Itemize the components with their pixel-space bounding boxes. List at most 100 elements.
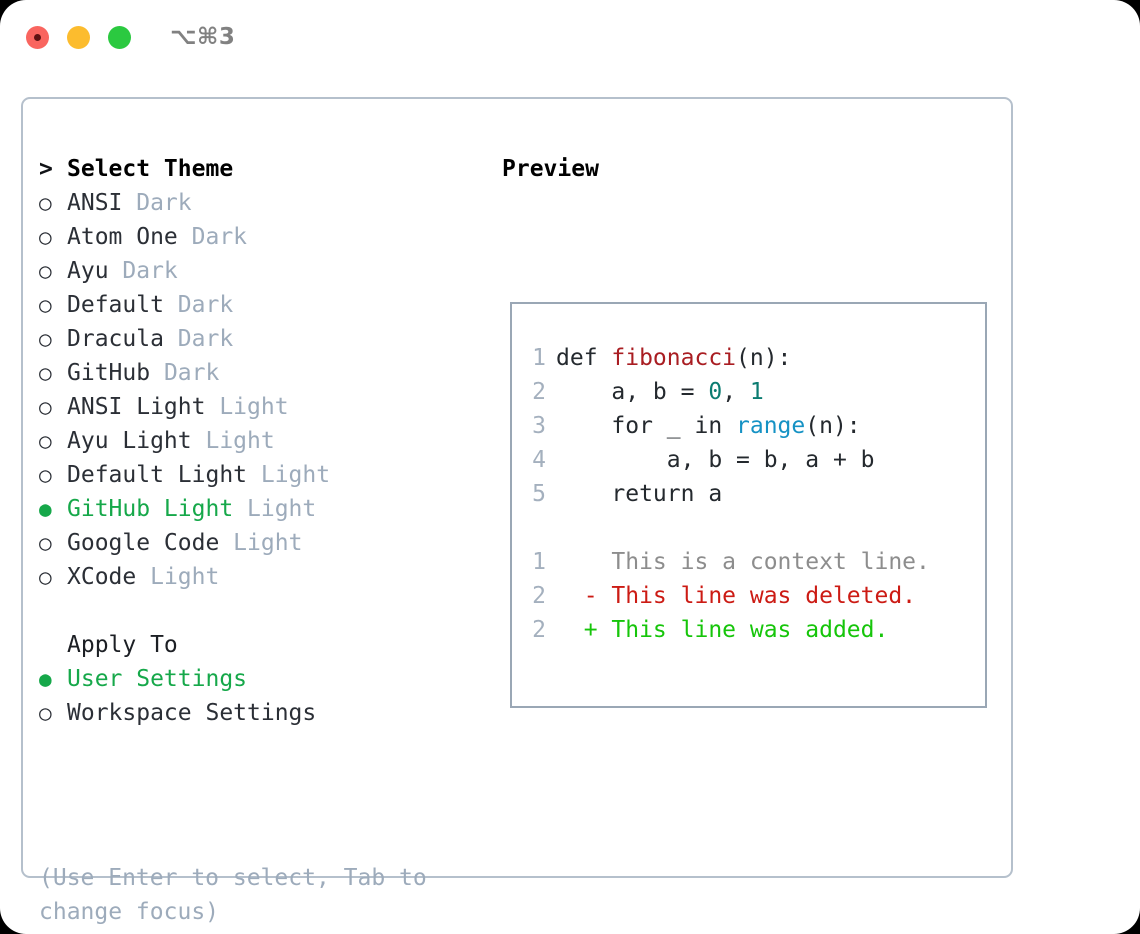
line-number: 1 bbox=[532, 549, 546, 575]
radio-unselected-icon[interactable]: ○ bbox=[39, 531, 52, 555]
theme-options: ○ANSI Dark○Atom One Dark○Ayu Dark○Defaul… bbox=[39, 186, 489, 594]
code-token: (n): bbox=[805, 413, 861, 439]
title-bar: ⌥⌘3 bbox=[0, 0, 1140, 78]
theme-variant: Dark bbox=[177, 224, 248, 250]
theme-option-row[interactable]: ○ Ayu Light Light bbox=[39, 424, 489, 458]
keyboard-shortcut-label: ⌥⌘3 bbox=[170, 24, 236, 50]
code-token: a, b = b, a + b bbox=[556, 447, 875, 473]
radio-unselected-icon[interactable]: ○ bbox=[39, 463, 52, 487]
radio-unselected-icon[interactable]: ○ bbox=[39, 701, 52, 725]
theme-option-row[interactable]: ●GitHub Light Light bbox=[39, 492, 489, 526]
prompt-caret-icon: > bbox=[39, 156, 53, 182]
radio-unselected-icon[interactable]: ○ bbox=[39, 327, 52, 351]
theme-option-row[interactable]: ○ Atom One Dark bbox=[39, 220, 489, 254]
line-number: 4 bbox=[532, 447, 546, 473]
diff-block: 1 This is a context line.2 - This line w… bbox=[524, 545, 981, 647]
page-title: Select Theme bbox=[67, 156, 234, 182]
code-token: for _ in bbox=[556, 413, 737, 439]
theme-option-row[interactable]: ○Default Light Light bbox=[39, 458, 489, 492]
theme-option-row[interactable]: ○ ANSI Dark bbox=[39, 186, 489, 220]
code-token: fibonacci bbox=[611, 345, 737, 371]
theme-name: XCode bbox=[67, 564, 137, 590]
theme-name: Atom One bbox=[67, 224, 178, 250]
apply-to-option-row[interactable]: ○ Workspace Settings bbox=[39, 696, 489, 730]
code-token: return a bbox=[556, 481, 723, 507]
diff-line-text: - This line was deleted. bbox=[556, 583, 917, 609]
radio-unselected-icon[interactable]: ○ bbox=[39, 565, 52, 589]
code-diff-separator bbox=[524, 511, 981, 545]
line-number: 2 bbox=[532, 617, 546, 643]
line-number: 2 bbox=[532, 583, 546, 609]
code-line: 5 return a bbox=[524, 477, 981, 511]
radio-unselected-icon[interactable]: ○ bbox=[39, 293, 52, 317]
code-line: 2 a, b = 0, 1 bbox=[524, 375, 981, 409]
diff-line: 2 + This line was added. bbox=[524, 613, 981, 647]
minimize-window-icon[interactable] bbox=[67, 26, 90, 49]
apply-to-label: Apply To bbox=[67, 632, 178, 658]
diff-line: 1 This is a context line. bbox=[524, 545, 981, 579]
apply-to-options: ● User Settings ○ Workspace Settings bbox=[39, 662, 489, 730]
line-number: 5 bbox=[532, 481, 546, 507]
theme-option-row[interactable]: ○ XCode Light bbox=[39, 560, 489, 594]
theme-variant: Dark bbox=[122, 190, 192, 216]
line-number: 2 bbox=[532, 379, 546, 405]
theme-list-heading: > Select Theme bbox=[39, 152, 489, 186]
code-token: range bbox=[736, 413, 806, 439]
diff-line-text: This is a context line. bbox=[556, 549, 930, 575]
theme-option-row[interactable]: ○ANSI Light Light bbox=[39, 390, 489, 424]
radio-unselected-icon[interactable]: ○ bbox=[39, 361, 52, 385]
theme-variant: Dark bbox=[163, 292, 234, 318]
theme-option-row[interactable]: ○ Default Dark bbox=[39, 288, 489, 322]
apply-to-option-label: User Settings bbox=[67, 666, 248, 692]
code-token: (n): bbox=[736, 345, 792, 371]
preview-header: Preview bbox=[502, 152, 1002, 186]
theme-option-row[interactable]: ○Google Code Light bbox=[39, 526, 489, 560]
code-token: a, b = bbox=[556, 379, 709, 405]
theme-variant: Light bbox=[136, 564, 220, 590]
theme-name: Default bbox=[67, 292, 164, 318]
theme-option-row[interactable]: ○Ayu Dark bbox=[39, 254, 489, 288]
theme-name: ANSI Light bbox=[67, 394, 206, 420]
theme-name: GitHub Light bbox=[67, 496, 234, 522]
radio-unselected-icon[interactable]: ○ bbox=[39, 225, 52, 249]
close-window-icon[interactable] bbox=[26, 26, 49, 49]
radio-unselected-icon[interactable]: ○ bbox=[39, 429, 52, 453]
blank-marker-icon: ○ bbox=[39, 628, 67, 662]
code-token: 0 bbox=[708, 379, 723, 405]
apply-to-option-row[interactable]: ● User Settings bbox=[39, 662, 489, 696]
apply-to-option-label: Workspace Settings bbox=[67, 700, 317, 726]
line-number: 3 bbox=[532, 413, 546, 439]
code-token: , bbox=[722, 379, 750, 405]
theme-name: Google Code bbox=[67, 530, 220, 556]
radio-selected-icon[interactable]: ● bbox=[39, 497, 52, 521]
radio-unselected-icon[interactable]: ○ bbox=[39, 259, 52, 283]
line-number: 1 bbox=[532, 345, 546, 371]
theme-option-row[interactable]: ○ Dracula Dark bbox=[39, 322, 489, 356]
code-line: 3 for _ in range(n): bbox=[524, 409, 981, 443]
diff-line: 2 - This line was deleted. bbox=[524, 579, 981, 613]
theme-variant: Light bbox=[247, 462, 331, 488]
diff-line-text: + This line was added. bbox=[556, 617, 889, 643]
theme-name: Ayu Light bbox=[67, 428, 192, 454]
theme-name: Dracula bbox=[67, 326, 164, 352]
theme-variant: Dark bbox=[163, 326, 234, 352]
radio-unselected-icon[interactable]: ○ bbox=[39, 191, 52, 215]
radio-unselected-icon[interactable]: ○ bbox=[39, 395, 52, 419]
content-panel: >Select Theme ○ANSI Dark○Atom One Dark○A… bbox=[21, 97, 1013, 925]
theme-name: GitHub bbox=[67, 360, 151, 386]
theme-list: >Select Theme ○ANSI Dark○Atom One Dark○A… bbox=[39, 152, 489, 730]
theme-option-row[interactable]: ○ GitHub Dark bbox=[39, 356, 489, 390]
theme-variant: Dark bbox=[150, 360, 220, 386]
maximize-window-icon[interactable] bbox=[108, 26, 131, 49]
theme-variant: Dark bbox=[108, 258, 178, 284]
preview-title: Preview bbox=[502, 156, 599, 182]
keyboard-hint: (Use Enter to select, Tab to change focu… bbox=[39, 865, 427, 925]
traffic-lights bbox=[26, 26, 131, 49]
radio-selected-icon[interactable]: ● bbox=[39, 667, 52, 691]
theme-name: ANSI bbox=[67, 190, 123, 216]
theme-variant: Light bbox=[191, 428, 275, 454]
